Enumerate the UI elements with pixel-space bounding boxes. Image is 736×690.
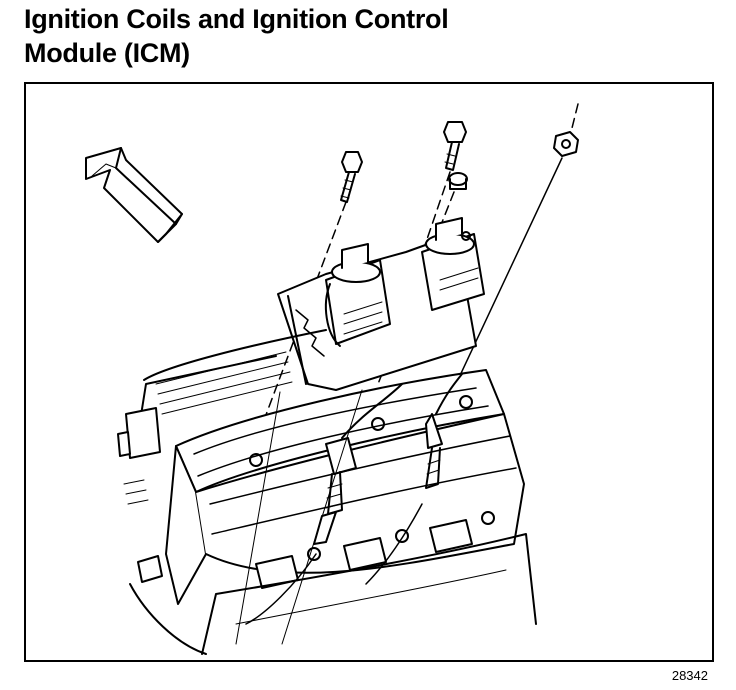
title-line-1: Ignition Coils and Ignition Control	[24, 4, 449, 34]
page-title: Ignition Coils and Ignition Control Modu…	[24, 2, 449, 70]
engine-illustration	[85, 103, 579, 655]
ignition-coil-icon	[277, 217, 485, 391]
cylinder-head-icon	[117, 329, 537, 655]
title-line-2: Module (ICM)	[24, 38, 190, 68]
figure-number: 28342	[671, 668, 708, 683]
front-direction-arrow-icon	[85, 147, 183, 243]
illustration-frame	[24, 82, 714, 662]
